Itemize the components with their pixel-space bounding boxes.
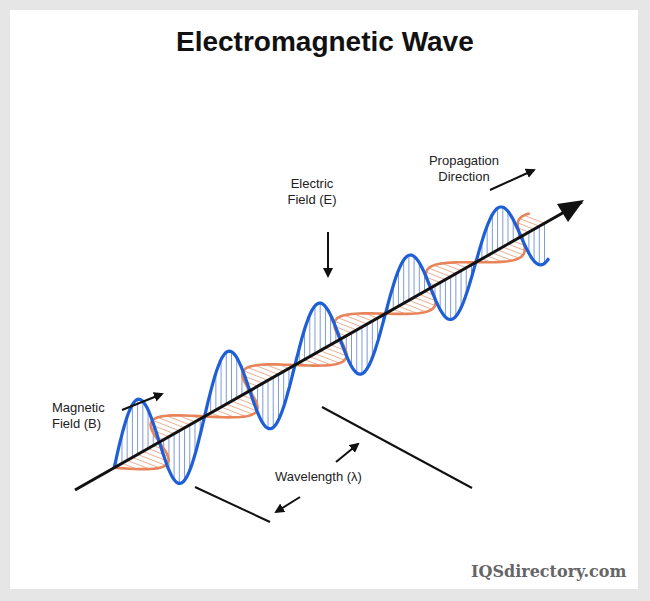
axis-arrowhead	[557, 200, 584, 222]
field-hatch	[338, 318, 362, 327]
field-hatch	[138, 454, 166, 465]
field-hatch	[434, 265, 456, 273]
wavelength-arrow	[276, 497, 300, 512]
wavelength-label: Wavelength (λ)	[272, 468, 365, 486]
field-hatch	[455, 274, 456, 317]
field-hatch	[361, 327, 362, 374]
field-hatch	[356, 330, 357, 373]
field-hatch	[497, 208, 498, 250]
field-hatch	[429, 268, 451, 276]
field-hatch	[132, 457, 159, 467]
field-hatch	[315, 354, 339, 363]
field-hatch	[255, 365, 278, 374]
field-label: Electric Field (E)	[280, 176, 344, 208]
leader-arrow	[122, 394, 162, 410]
field-hatch	[419, 263, 420, 295]
field-hatch	[174, 434, 175, 480]
field-hatch	[189, 425, 190, 471]
field-hatch	[142, 401, 143, 451]
field-hatch	[409, 300, 432, 309]
field-hatch	[320, 303, 321, 351]
field-hatch	[325, 306, 326, 347]
leader-arrow	[490, 170, 534, 190]
field-hatch	[221, 407, 245, 416]
field-hatch	[335, 321, 357, 329]
field-hatch	[502, 207, 503, 247]
field-hatch	[231, 352, 232, 401]
field-hatch	[534, 229, 535, 261]
field-hatch	[226, 352, 227, 404]
field-hatch	[268, 380, 269, 428]
field-hatch	[414, 297, 435, 305]
direction-label: Propagation Direction	[416, 153, 512, 185]
field-hatch	[262, 383, 263, 423]
field-hatch	[158, 417, 185, 427]
field-hatch	[367, 324, 368, 369]
field-hatch	[137, 399, 138, 454]
field-hatch	[344, 315, 367, 324]
field-hatch	[184, 428, 185, 481]
field-hatch	[518, 223, 534, 229]
field-label: Magnetic Field (B)	[52, 400, 118, 432]
field-hatch	[403, 260, 404, 303]
field-hatch	[503, 247, 523, 255]
field-hatch	[127, 417, 128, 461]
field-hatch	[309, 315, 310, 357]
diagram-title: Electromagnetic Wave	[176, 26, 474, 58]
field-hatch	[314, 306, 315, 354]
field-hatch	[273, 377, 274, 427]
field-hatch	[132, 405, 133, 458]
field-hatch	[450, 277, 451, 320]
field-hatch	[539, 226, 540, 265]
field-hatch	[461, 271, 462, 308]
propagation-axis	[75, 202, 582, 490]
field-hatch	[414, 256, 415, 297]
field-hatch	[278, 374, 279, 420]
field-hatch	[179, 431, 180, 484]
field-hatch	[166, 416, 189, 425]
field-hatch	[236, 358, 237, 399]
frame-panel	[10, 10, 638, 589]
field-hatch	[544, 223, 545, 263]
field-hatch	[310, 357, 331, 365]
field-hatch	[226, 404, 252, 414]
field-hatch	[408, 255, 409, 300]
field-hatch	[404, 303, 426, 312]
field-hatch	[248, 367, 274, 377]
field-hatch	[445, 280, 446, 317]
field-hatch	[148, 410, 149, 449]
leader-arrow	[327, 232, 329, 276]
wavelength-arrow	[336, 444, 358, 462]
field-hatch	[320, 351, 344, 360]
field-hatch	[508, 211, 509, 244]
field-hatch	[524, 215, 545, 223]
field-hatch	[221, 360, 222, 407]
wavelength-bracket	[195, 487, 270, 522]
watermark: IQSdirectory.com	[471, 562, 626, 581]
field-hatch	[492, 215, 493, 253]
field-hatch	[351, 333, 352, 366]
field-hatch	[498, 250, 519, 258]
